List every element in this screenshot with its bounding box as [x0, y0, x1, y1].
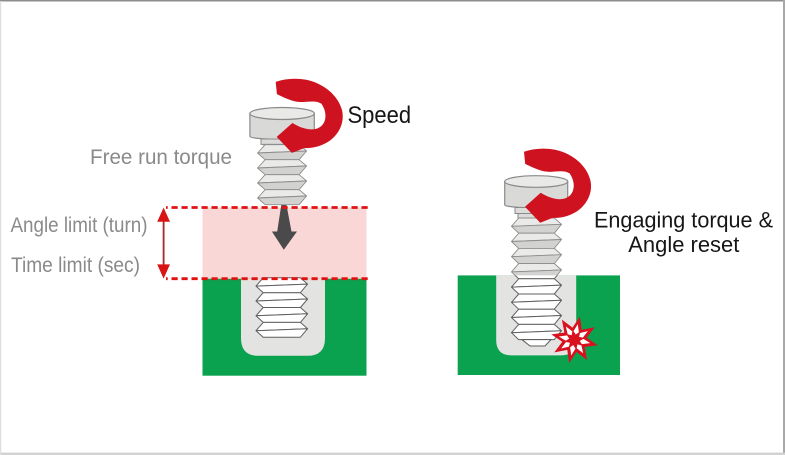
svg-text:Engaging torque &: Engaging torque & [594, 208, 773, 233]
svg-text:Angle reset: Angle reset [628, 232, 739, 257]
svg-text:Angle limit (turn): Angle limit (turn) [11, 213, 148, 237]
svg-text:Speed: Speed [348, 102, 412, 129]
svg-text:Free run torque: Free run torque [90, 145, 232, 169]
svg-text:Time limit (sec): Time limit (sec) [11, 253, 140, 277]
